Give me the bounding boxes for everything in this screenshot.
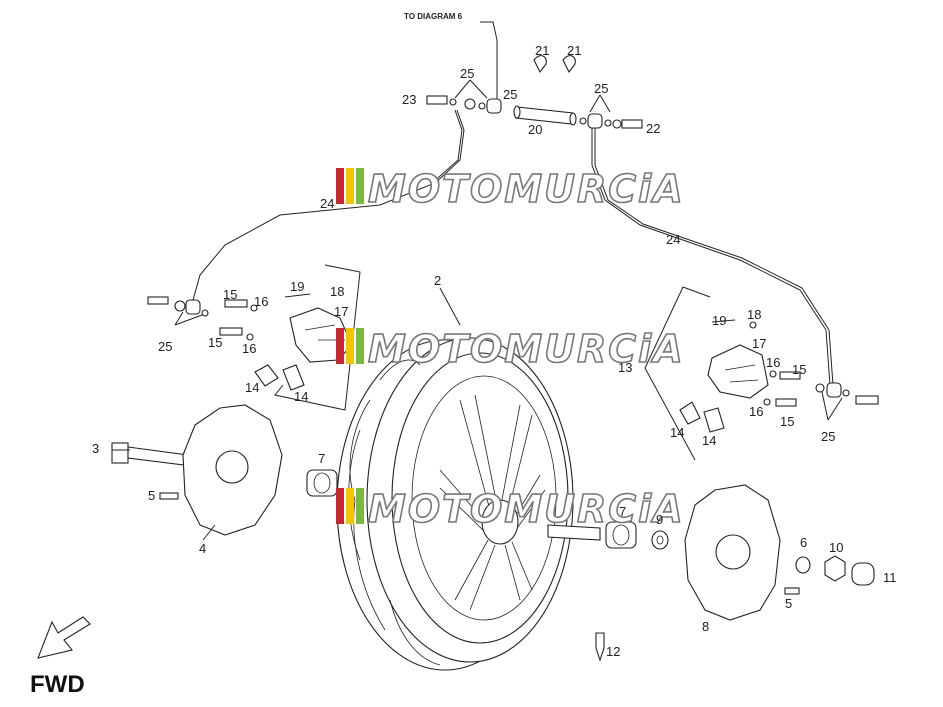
bearing-7-right [605,521,637,549]
label-18: 18 [330,284,344,299]
right-caliper [707,344,769,399]
clip-21b [562,55,576,74]
label-7: 7 [318,451,325,466]
label-19: 19 [290,279,304,294]
label-14: 14 [702,433,716,448]
label-16: 16 [242,341,256,356]
clip-21a [533,55,547,74]
label-19: 19 [712,313,726,328]
arrow-icon [37,616,91,659]
tube-20 [515,106,574,125]
label-15: 15 [223,287,237,302]
fwd-arrow [37,616,91,659]
label-16: 16 [749,404,763,419]
label-11: 11 [883,570,897,585]
bolt-22 [621,119,643,129]
hub-spacer [547,524,601,541]
pad-14d [703,407,725,433]
label-8: 8 [702,619,709,634]
right-disc-group [595,484,875,662]
nut-10 [824,555,846,582]
wheel-2 [336,337,601,671]
label-24: 24 [320,196,334,211]
bearings-and-seals [306,469,669,550]
bearing-7-left [306,469,338,497]
pad-14c [679,401,701,425]
label-17: 17 [334,304,348,319]
watermark-bottom: MOTOMURCiA [336,486,685,532]
seal-9 [651,530,669,550]
bolt-5b [784,587,800,595]
label-5: 5 [785,596,792,611]
label-9: 9 [656,512,663,527]
label-17: 17 [752,336,766,351]
banjo-fitting [486,98,502,114]
leader-lines [112,79,843,541]
label-18: 18 [747,307,761,322]
svg-text:MOTOMURCiA: MOTOMURCiA [368,327,685,371]
label-14: 14 [670,425,684,440]
label-22: 22 [646,121,660,136]
svg-text:MOTOMURCiA: MOTOMURCiA [368,487,685,531]
part-labels: TO DIAGRAM 6 FWD 21 21 25 23 25 20 25 22… [30,12,897,698]
label-3: 3 [92,441,99,456]
label-21: 21 [535,43,549,58]
label-25: 25 [503,87,517,102]
label-6: 6 [800,535,807,550]
valve-12 [595,632,605,662]
label-16: 16 [254,294,268,309]
right-caliper-group [644,286,879,461]
label-21: 21 [567,43,581,58]
watermark-top: MOTOMURCiA [336,166,685,212]
label-16: 16 [766,355,780,370]
bolt-5 [159,492,179,500]
axle-head [111,442,129,464]
left-hose [192,109,463,301]
bolt-23 [426,95,448,105]
label-5: 5 [148,488,155,503]
top-hose-line [480,21,498,100]
top-note: TO DIAGRAM 6 [404,12,463,21]
label-14: 14 [245,380,259,395]
label-7: 7 [619,504,626,519]
label-25: 25 [158,339,172,354]
fwd-label: FWD [30,671,85,698]
pad-14b [282,364,305,391]
washer-6 [795,556,811,574]
label-15: 15 [792,362,806,377]
top-fittings [426,55,643,129]
label-15: 15 [208,335,222,350]
hub [481,499,519,545]
cap-11 [851,562,875,586]
label-15: 15 [780,414,794,429]
label-20: 20 [528,122,542,137]
label-10: 10 [829,540,843,555]
label-13: 13 [618,360,632,375]
label-4: 4 [199,541,206,556]
watermarks: MOTOMURCiA MOTOMURCiA MOTOMURCiA [336,166,685,532]
label-12: 12 [606,644,620,659]
brake-hoses [192,21,834,386]
axle-and-left-disc [111,404,283,536]
label-25: 25 [460,66,474,81]
svg-text:MOTOMURCiA: MOTOMURCiA [368,167,685,211]
label-14: 14 [294,389,308,404]
watermark-middle: MOTOMURCiA [336,326,685,372]
right-hose [591,120,831,386]
label-2: 2 [434,273,441,288]
label-25: 25 [821,429,835,444]
pad-14a [254,364,279,387]
label-23: 23 [402,92,416,107]
label-25: 25 [594,81,608,96]
label-24: 24 [666,232,680,247]
